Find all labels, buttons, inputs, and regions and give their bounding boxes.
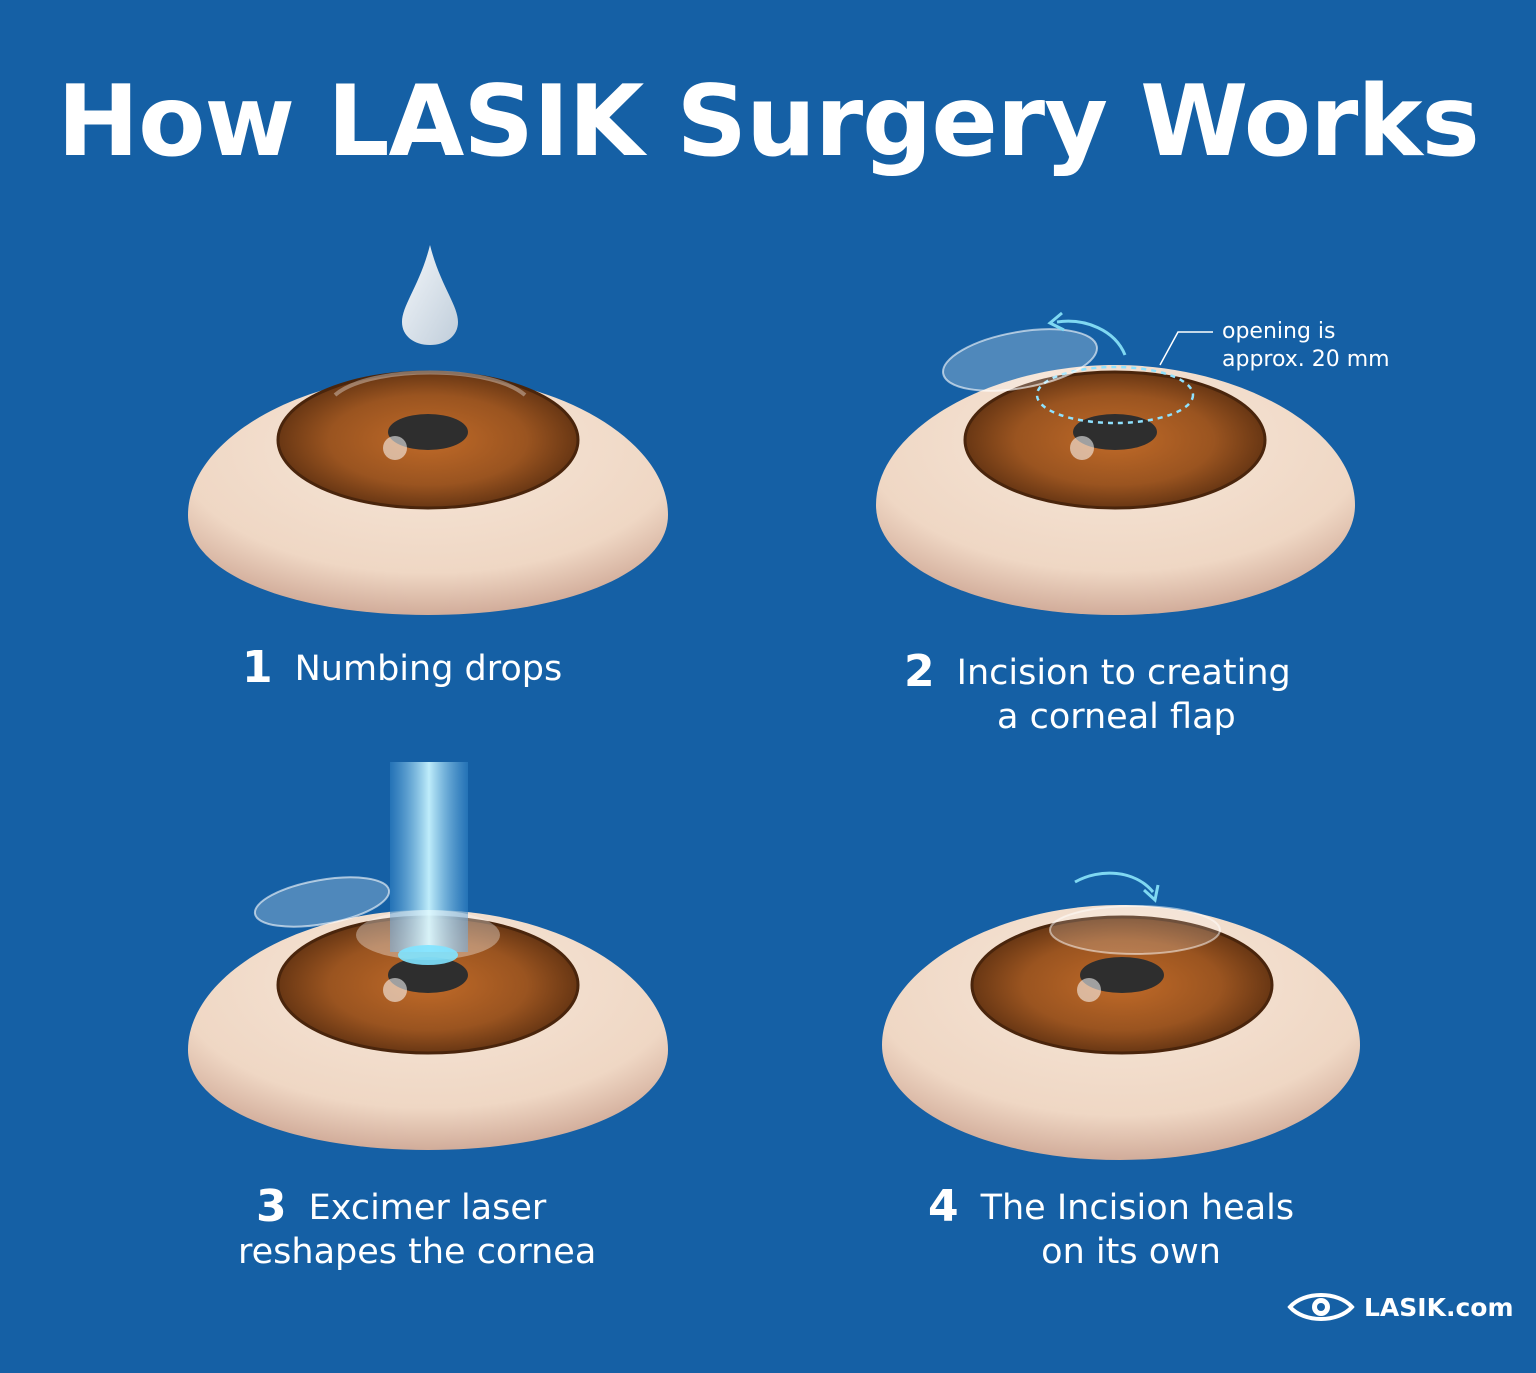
corneal-flap: [253, 876, 391, 928]
annotation-leader: [1159, 331, 1213, 366]
annotation-label: opening is approx. 20 mm: [1222, 318, 1390, 374]
step-text-line-2: a corneal flap: [997, 697, 1236, 737]
step-text: Incision to creating: [956, 653, 1291, 693]
eye-icon: [876, 365, 1355, 615]
corneal-flap: [942, 328, 1098, 392]
brand-logo: LASIK.com: [1286, 1287, 1514, 1327]
eye-icon: [1287, 1293, 1355, 1321]
annotation-line-1: opening is: [1222, 319, 1336, 344]
step-number: 4: [928, 1181, 959, 1232]
arrow-icon: [1074, 871, 1160, 903]
step-number: 1: [242, 642, 273, 693]
step-text: Excimer laser: [308, 1188, 547, 1228]
step-text-line-2: reshapes the cornea: [238, 1232, 597, 1272]
eye-icon: [882, 905, 1360, 1160]
step-number: 3: [256, 1181, 287, 1232]
step-text-line-2: on its own: [1041, 1232, 1221, 1272]
eye-icon: [188, 370, 668, 615]
step-text: The Incision heals: [980, 1188, 1295, 1228]
laser-beam: [356, 762, 500, 965]
page-title: How LASIK Surgery Works: [57, 65, 1480, 179]
step-number: 2: [904, 646, 935, 697]
eye-icon: [188, 910, 668, 1150]
logo-text: LASIK.com: [1364, 1292, 1514, 1322]
arrow-icon: [1047, 311, 1127, 356]
drop-icon: [402, 245, 458, 345]
annotation-line-2: approx. 20 mm: [1222, 347, 1390, 372]
step-text: Numbing drops: [294, 649, 563, 689]
